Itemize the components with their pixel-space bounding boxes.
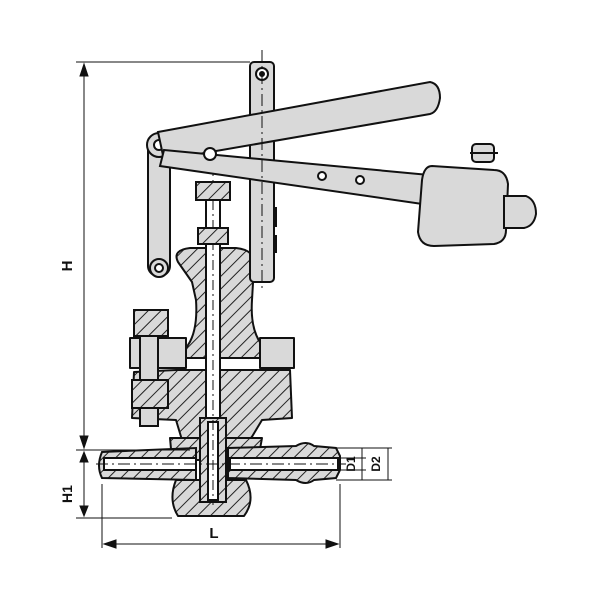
lever-handle: [156, 80, 442, 208]
flange-bolts: [131, 309, 169, 427]
counterweight: [416, 143, 538, 248]
dimension-l: [101, 484, 341, 549]
centerlines: [96, 50, 346, 465]
dimension-h1: [76, 450, 172, 519]
dimension-l-label: L: [209, 525, 218, 542]
stem-nut: [195, 181, 231, 245]
dimension-d1-label: D1: [344, 456, 358, 472]
dimension-d2-label: D2: [369, 456, 383, 472]
dimension-d2: [336, 447, 392, 481]
dimension-d1: [338, 448, 366, 480]
valve-stem: [199, 140, 227, 505]
dimension-h: [76, 61, 250, 451]
dimension-h1-label: H1: [59, 485, 75, 503]
dimension-h-label: H: [59, 261, 76, 272]
